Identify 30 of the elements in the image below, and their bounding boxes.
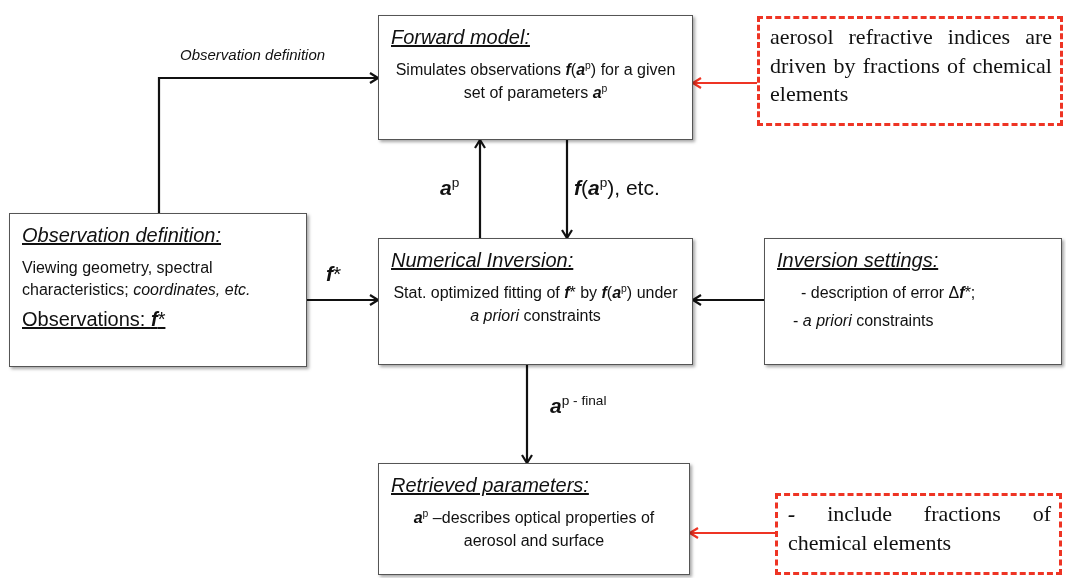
arrow	[157, 71, 380, 213]
box-text: Viewing geometry, spectral characteristics; coordinates, etc.	[22, 258, 252, 301]
box-text: - description of error Δf*;	[800, 283, 977, 303]
box-text: Stat. optimized fitting of f* by f(a$^{p}$) under a priori constraints	[392, 282, 679, 326]
box-heading: Forward model:	[391, 26, 531, 49]
box-heading: Inversion settings:	[777, 249, 940, 272]
box-heading: Retrieved parameters:	[391, 474, 590, 497]
box-text: a$^{p}$ –describes optical properties of aerosol and surface	[412, 507, 656, 551]
note-text: aerosol refractive indices are driven by fractions of chemical elements	[770, 23, 1052, 109]
arrow	[307, 293, 380, 307]
edge-label: Observation definition	[180, 46, 326, 63]
arrow	[473, 138, 487, 238]
arrow	[691, 76, 757, 90]
process-box	[378, 463, 690, 575]
arrow	[560, 140, 574, 240]
arrow	[691, 293, 764, 307]
box-text: - a priori constraints	[792, 311, 935, 332]
process-box	[764, 238, 1062, 365]
process-box	[378, 15, 693, 140]
arrow	[520, 365, 534, 465]
box-text: Simulates observations f(a$^{p}$) for a given set of parameters a$^{p}$	[394, 59, 677, 104]
note-box	[757, 16, 1063, 126]
note-text: - include fractions of chemical elements	[788, 500, 1051, 557]
note-box	[775, 493, 1062, 575]
arrow	[688, 526, 775, 540]
process-box	[378, 238, 693, 365]
box-heading: Numerical Inversion:	[391, 249, 575, 272]
process-box	[9, 213, 307, 367]
box-heading: Observation definition:	[22, 224, 222, 247]
box-heading: Observations: f*	[22, 307, 167, 331]
